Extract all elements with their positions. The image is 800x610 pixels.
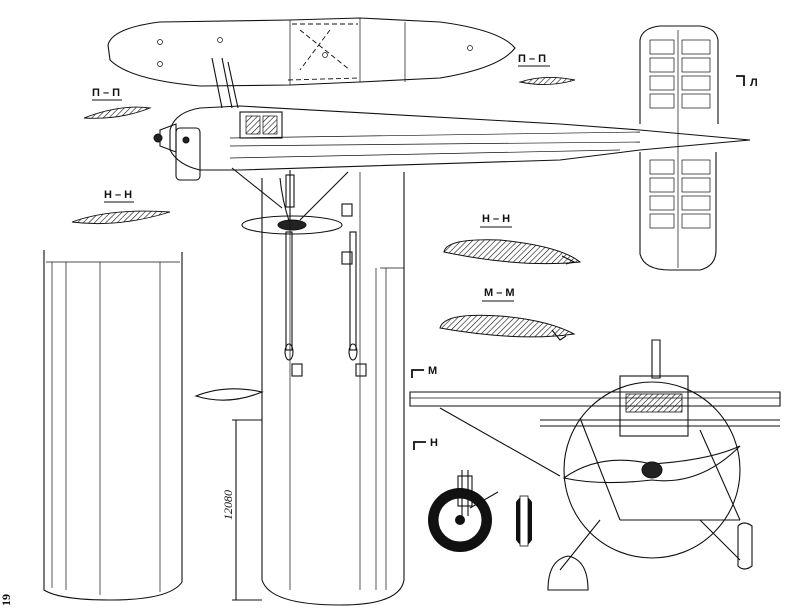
section-profile-n-left — [71, 210, 171, 225]
span-dimension: 12080 — [221, 419, 262, 601]
page-number: 19 — [0, 594, 13, 606]
section-profile-p-right — [518, 77, 576, 85]
section-label-m: М – М — [484, 287, 515, 299]
marker-m: М — [428, 365, 437, 377]
front-view: М Н — [409, 339, 781, 591]
section-profile-p-left — [83, 106, 152, 119]
side-view: П – П П – П Н – Н Л — [71, 17, 758, 271]
upper-wing-outline — [107, 17, 516, 87]
propeller-disc — [563, 381, 741, 559]
section-label-p-left: П – П — [92, 87, 120, 99]
wing-planform-left — [43, 250, 183, 601]
section-label-n-left: Н – Н — [104, 189, 132, 201]
tail-fin — [639, 25, 719, 124]
fuselage — [169, 105, 751, 171]
section-label-n: Н – Н — [482, 213, 510, 225]
wing-planform-main — [261, 172, 405, 606]
airfoil-n — [443, 239, 582, 265]
section-label-p-right: П – П — [518, 53, 546, 65]
strut-section — [194, 388, 264, 401]
airfoil-m — [439, 314, 576, 338]
wheel-detail — [428, 470, 532, 552]
span-dimension-text: 12080 — [221, 490, 235, 520]
marker-l: Л — [750, 77, 758, 89]
marker-n: Н — [430, 437, 438, 449]
airfoil-sections: Н – Н М – М — [439, 213, 582, 341]
